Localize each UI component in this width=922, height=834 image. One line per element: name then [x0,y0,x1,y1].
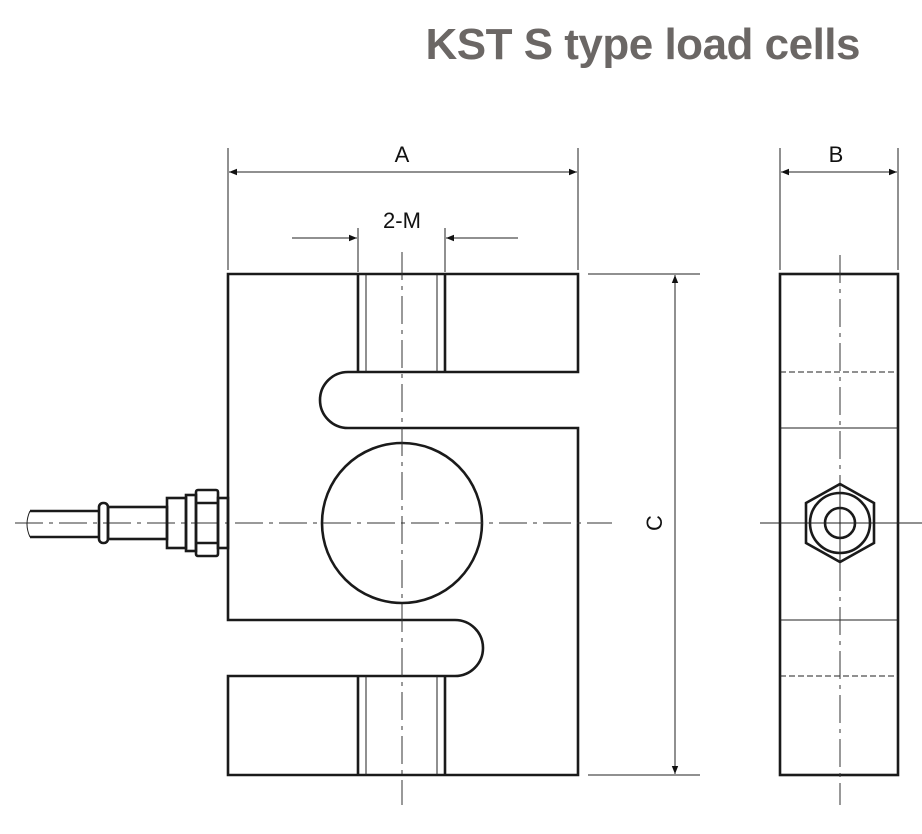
bottom-thread-hole [356,676,447,775]
dimension-thread-label: 2-M [383,208,421,233]
dimension-c-label: C [642,515,667,531]
side-body-outline [778,272,900,777]
hex-nut-icon [804,482,876,564]
dimension-b-label: B [829,142,844,167]
dimension-thread: 2-M [292,208,518,272]
dimension-a-label: A [395,142,410,167]
s-body-outline [226,272,580,777]
side-view [760,255,922,805]
cable-connector [26,488,230,558]
top-thread-hole [356,274,447,372]
dimension-b: B [779,142,899,270]
dimension-a: A [227,142,579,270]
dimension-c: C [588,273,700,776]
page-title: KST S type load cells [425,20,860,69]
front-view [15,252,612,805]
